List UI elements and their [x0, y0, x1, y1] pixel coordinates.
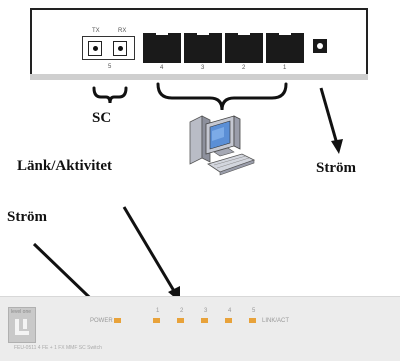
port-led-4 [225, 318, 232, 323]
brand-text: level one [11, 309, 32, 315]
front-panel: level one POWER 1 2 3 4 5 LINK/ACT FEU-0… [0, 296, 400, 361]
port-number-3: 3 [201, 65, 205, 71]
power-front-label: Ström [7, 209, 47, 225]
levelone-logo: level one [8, 307, 36, 343]
led-number-1: 1 [156, 308, 160, 314]
port-number-1: 1 [283, 65, 287, 71]
link-act-label: LINK/ACT [262, 318, 290, 324]
power-led-label: POWER [90, 318, 113, 324]
rj45-brace [156, 82, 288, 111]
rx-label: RX [118, 28, 127, 34]
port-number-2: 2 [242, 65, 246, 71]
led-number-5: 5 [252, 308, 256, 314]
power-rear-label: Ström [316, 160, 356, 176]
sc-port-tx [88, 41, 102, 56]
rear-panel-shadow [30, 74, 368, 80]
port-led-5 [249, 318, 256, 323]
link-activity-arrow-line [122, 206, 176, 292]
port-led-2 [177, 318, 184, 323]
port-led-1 [153, 318, 160, 323]
rj45-port-4 [143, 30, 181, 63]
sc-port-number: 5 [108, 64, 112, 70]
rj45-port-3 [184, 30, 222, 63]
rj45-port-2 [225, 30, 263, 63]
sc-label: SC [92, 110, 112, 126]
link-activity-label: Länk/Aktivitet [17, 158, 113, 174]
model-text: FEU-0511 4 FE + 1 FX MMF SC Switch [14, 345, 102, 351]
led-number-2: 2 [180, 308, 184, 314]
power-rear-arrow-line [319, 87, 339, 145]
computer-icon [188, 112, 256, 182]
power-led [114, 318, 121, 323]
power-jack [313, 39, 327, 53]
led-number-3: 3 [204, 308, 208, 314]
power-rear-arrow-head [331, 139, 343, 154]
rj45-port-1 [266, 30, 304, 63]
led-number-4: 4 [228, 308, 232, 314]
port-number-4: 4 [160, 65, 164, 71]
port-led-3 [201, 318, 208, 323]
sc-brace [92, 86, 128, 104]
tx-label: TX [92, 28, 100, 34]
sc-port-rx [113, 41, 127, 56]
